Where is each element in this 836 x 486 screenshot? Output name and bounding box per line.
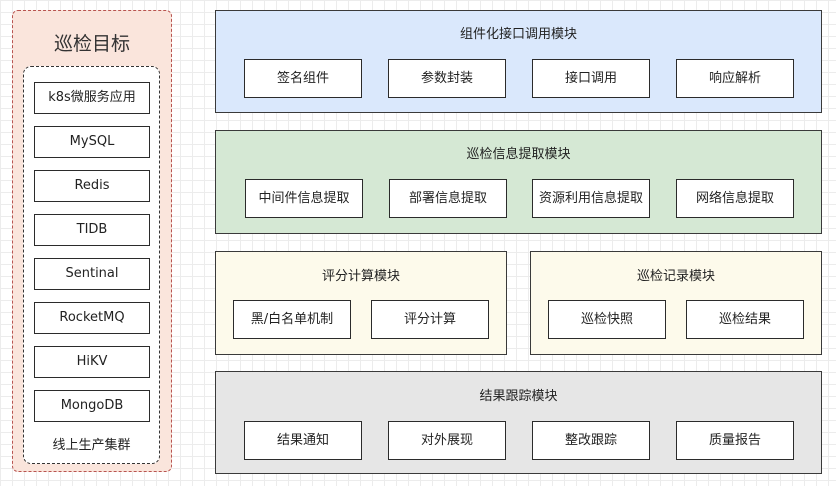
target-redis: Redis (34, 170, 150, 202)
target-k8s: k8s微服务应用 (34, 82, 150, 114)
black-white-list-box: 黑/白名单机制 (233, 300, 351, 339)
rectification-tracking-box: 整改跟踪 (532, 421, 650, 460)
target-sentinal: Sentinal (34, 258, 150, 290)
middleware-info-box: 中间件信息提取 (245, 179, 363, 218)
quality-report-box: 质量报告 (676, 421, 794, 460)
response-parsing-box: 响应解析 (676, 59, 794, 98)
parameter-wrapping-box: 参数封装 (388, 59, 506, 98)
signature-component-box: 签名组件 (244, 59, 362, 98)
production-cluster-label: 线上生产集群 (52, 438, 131, 453)
info-extraction-module-title: 巡检信息提取模块 (466, 147, 571, 162)
deployment-info-box: 部署信息提取 (389, 179, 507, 218)
api-invocation-module-title: 组件化接口调用模块 (459, 27, 577, 42)
inspection-snapshot-box: 巡检快照 (548, 300, 666, 339)
resource-usage-info-box: 资源利用信息提取 (532, 179, 650, 218)
result-tracking-module-title: 结果跟踪模块 (479, 389, 558, 404)
network-info-box: 网络信息提取 (676, 179, 794, 218)
target-mysql: MySQL (34, 126, 150, 158)
result-notify-box: 结果通知 (244, 421, 362, 460)
inspection-record-module-title: 巡检记录模块 (636, 269, 715, 284)
target-tidb: TIDB (34, 214, 150, 246)
target-hikv: HiKV (34, 346, 150, 378)
api-call-box: 接口调用 (532, 59, 650, 98)
external-display-box: 对外展现 (388, 421, 506, 460)
inspection-targets-title: 巡检目标 (53, 33, 130, 55)
score-calc-box: 评分计算 (371, 300, 489, 339)
target-rocketmq: RocketMQ (34, 302, 150, 334)
score-calculation-module-title: 评分计算模块 (321, 269, 400, 284)
target-mongodb: MongoDB (34, 390, 150, 422)
inspection-result-box: 巡检结果 (686, 300, 804, 339)
